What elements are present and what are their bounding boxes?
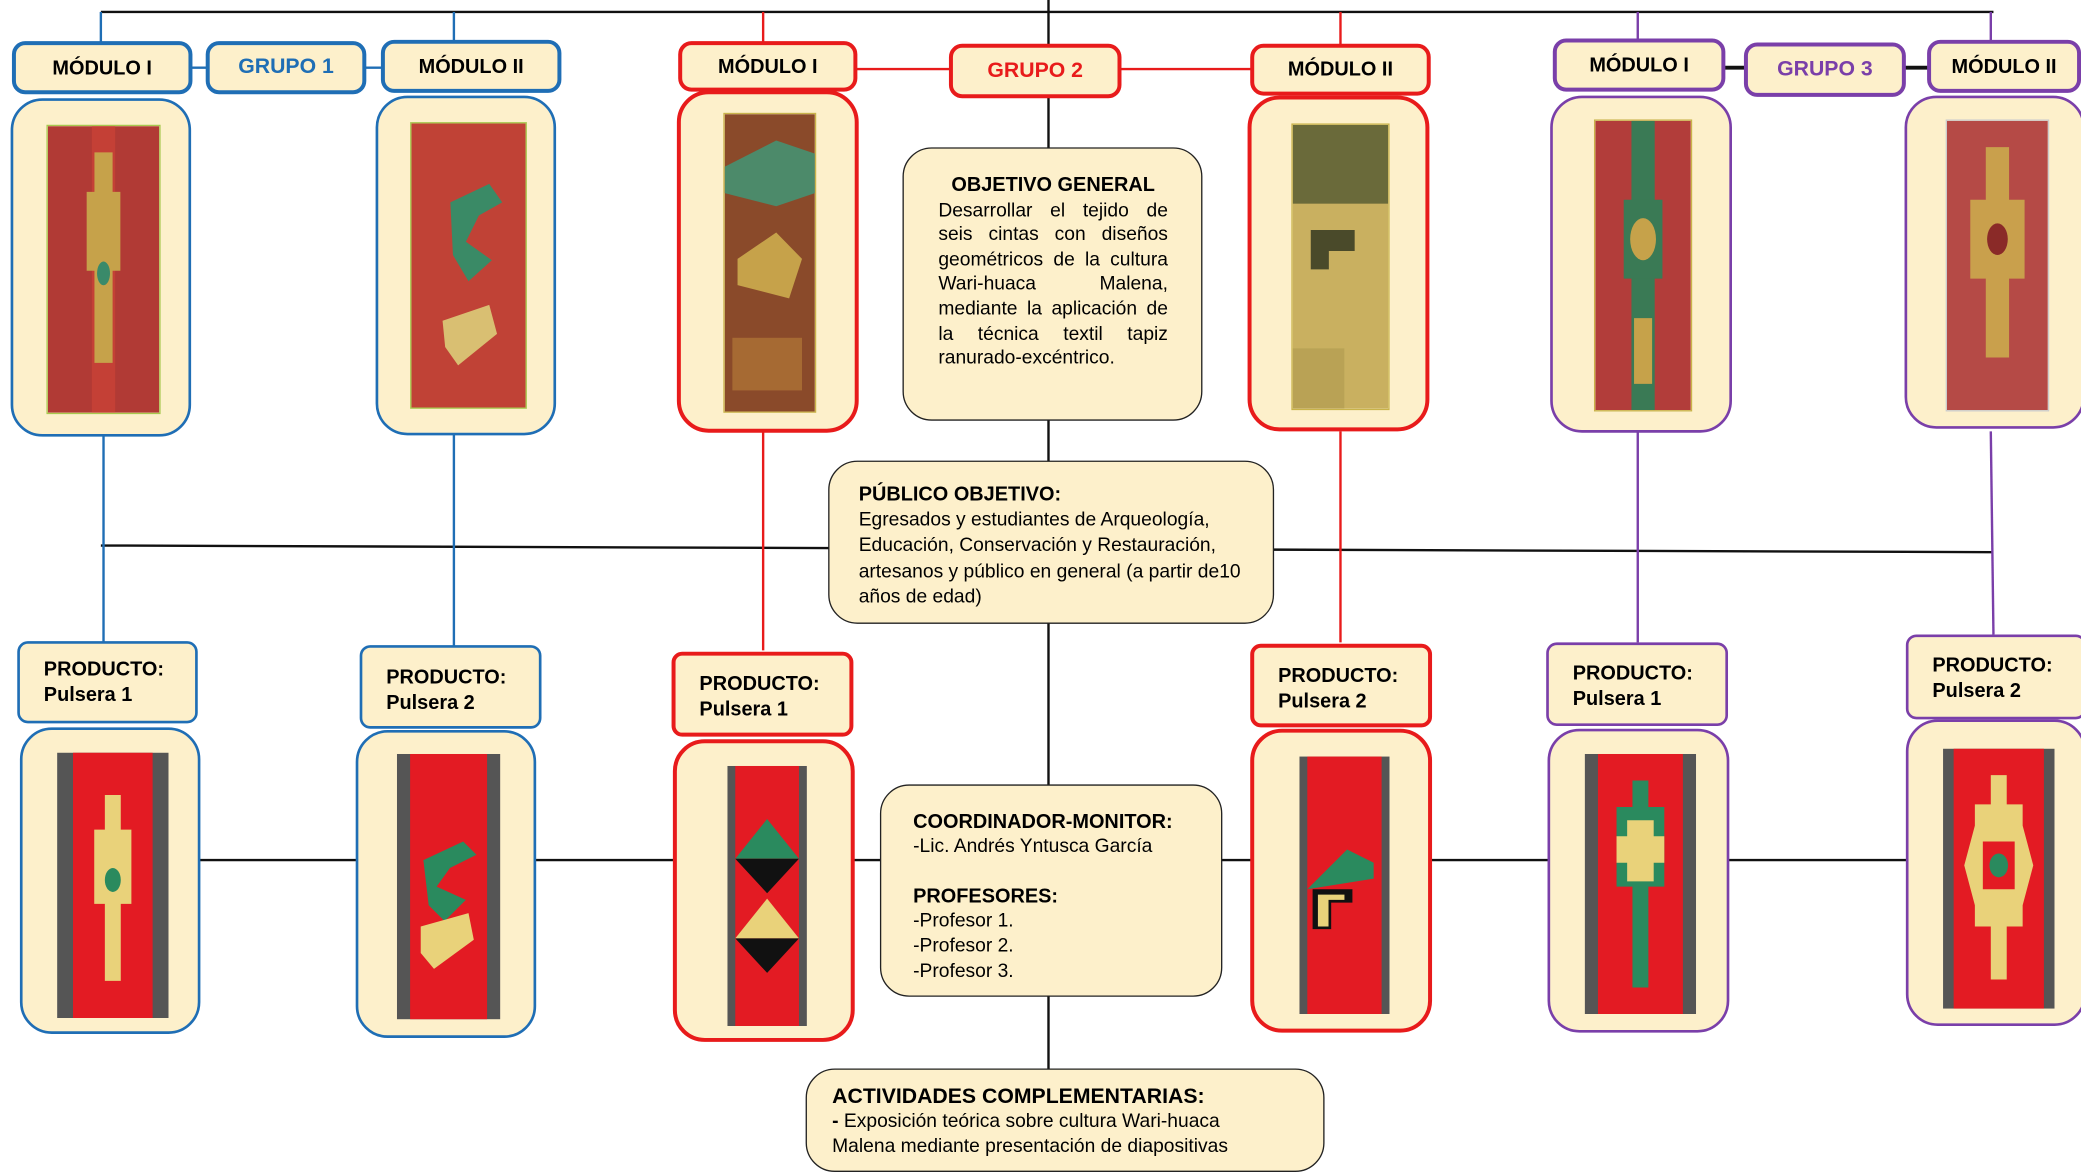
woven-bracelet-image [1299, 756, 1390, 1015]
group-name: GRUPO 3 [1777, 57, 1873, 81]
activities-box: ACTIVIDADES COMPLEMENTARIAS: - Exposició… [805, 1068, 1325, 1172]
group3-module-ii-card [1904, 95, 2081, 429]
product-name: Pulsera 2 [1278, 690, 1367, 713]
module-label: MÓDULO I [52, 56, 152, 79]
group2-module-ii-card [1247, 95, 1430, 432]
group2-product-1: PRODUCTO: Pulsera 1 [671, 651, 854, 737]
product-name: Pulsera 2 [386, 691, 475, 715]
bullet-dash: - [832, 1110, 839, 1133]
product-title: PRODUCTO: [699, 672, 820, 696]
group2-module-i-card [676, 90, 859, 433]
group1-product-1: PRODUCTO: Pulsera 1 [17, 641, 198, 724]
group-name: GRUPO 2 [987, 59, 1083, 82]
group-name: GRUPO 1 [238, 55, 334, 79]
product-title: PRODUCTO: [1572, 662, 1693, 685]
group2-module-ii-header: MÓDULO II [1250, 43, 1431, 96]
woven-bracelet-image [396, 753, 501, 1020]
activities-text-line-1: Exposición teórica sobre cultura Wari-hu… [838, 1110, 1220, 1133]
activities-title: ACTIVIDADES COMPLEMENTARIAS: [832, 1085, 1205, 1109]
group1-module-i-card [10, 98, 192, 437]
group1-bracelet-1-card [19, 727, 201, 1034]
objective-text: Desarrollar el tejido de seis cintas con… [938, 199, 1168, 370]
module-label: MÓDULO II [1951, 55, 2057, 78]
group2-module-i-header: MÓDULO I [678, 41, 858, 92]
group3-label: GRUPO 3 [1743, 42, 1906, 97]
group2-bracelet-2-card [1250, 728, 1433, 1033]
ancient-textile-image [1291, 123, 1390, 411]
coordinator-title: COORDINADOR-MONITOR: [913, 810, 1173, 834]
module-label: MÓDULO I [1589, 53, 1689, 77]
product-title: PRODUCTO: [43, 658, 164, 681]
group3-bracelet-1-card [1547, 728, 1730, 1033]
group1-module-ii-card [375, 95, 557, 436]
product-name: Pulsera 1 [43, 683, 133, 707]
group1-product-2: PRODUCTO: Pulsera 2 [359, 645, 542, 729]
group3-product-1: PRODUCTO: Pulsera 1 [1546, 642, 1729, 727]
ancient-textile-image [1593, 119, 1693, 412]
group1-label: GRUPO 1 [205, 41, 367, 95]
teacher-item: -Profesor 3. [913, 960, 1014, 983]
audience-title: PÚBLICO OBJETIVO: [858, 483, 1062, 506]
product-name: Pulsera 2 [1932, 679, 2021, 703]
objective-box: OBJETIVO GENERAL Desarrollar el tejido d… [902, 147, 1203, 421]
ancient-textile-image [723, 112, 817, 413]
teacher-item: -Profesor 2. [913, 935, 1014, 957]
group2-product-2: PRODUCTO: Pulsera 2 [1250, 643, 1433, 728]
product-name: Pulsera 1 [699, 698, 788, 721]
group1-module-i-header: MÓDULO I [11, 41, 193, 95]
ancient-textile-image [410, 122, 527, 409]
coordinator-name: -Lic. Andrés Yntusca García [913, 836, 1153, 858]
module-label: MÓDULO I [718, 55, 818, 78]
product-title: PRODUCTO: [1278, 664, 1399, 688]
product-title: PRODUCTO: [386, 666, 507, 689]
group1-bracelet-2-card [355, 730, 537, 1038]
group3-product-2: PRODUCTO: Pulsera 2 [1905, 634, 2081, 720]
group3-module-i-card [1550, 95, 1732, 433]
activities-text-line-2: Malena mediante presentación de diaposit… [832, 1136, 1228, 1158]
objective-title: OBJETIVO GENERAL [951, 173, 1155, 197]
product-title: PRODUCTO: [1932, 654, 2053, 677]
ancient-textile-image [46, 124, 161, 415]
group2-bracelet-1-card [672, 739, 855, 1042]
group3-module-i-header: MÓDULO I [1552, 38, 1726, 92]
group3-bracelet-2-card [1905, 719, 2081, 1027]
product-name: Pulsera 1 [1572, 687, 1662, 711]
group3-module-ii-header: MÓDULO II [1927, 39, 2081, 93]
woven-bracelet-image [57, 752, 169, 1019]
group1-module-ii-header: MÓDULO II [380, 39, 562, 93]
group2-label: GRUPO 2 [948, 43, 1122, 99]
teachers-title: PROFESORES: [913, 885, 1059, 908]
audience-box: PÚBLICO OBJETIVO: Egresados y estudiante… [828, 460, 1275, 624]
module-label: MÓDULO II [1287, 58, 1394, 81]
woven-bracelet-image [727, 765, 807, 1027]
module-label: MÓDULO II [418, 55, 524, 78]
ancient-textile-image [1945, 119, 2050, 412]
woven-bracelet-image [1584, 753, 1697, 1015]
staff-box: COORDINADOR-MONITOR: -Lic. Andrés Yntusc… [879, 784, 1223, 997]
teacher-item: -Profesor 1. [913, 910, 1014, 932]
woven-bracelet-image [1943, 748, 2055, 1009]
audience-text: Egresados y estudiantes de Arqueología, … [858, 509, 1241, 608]
